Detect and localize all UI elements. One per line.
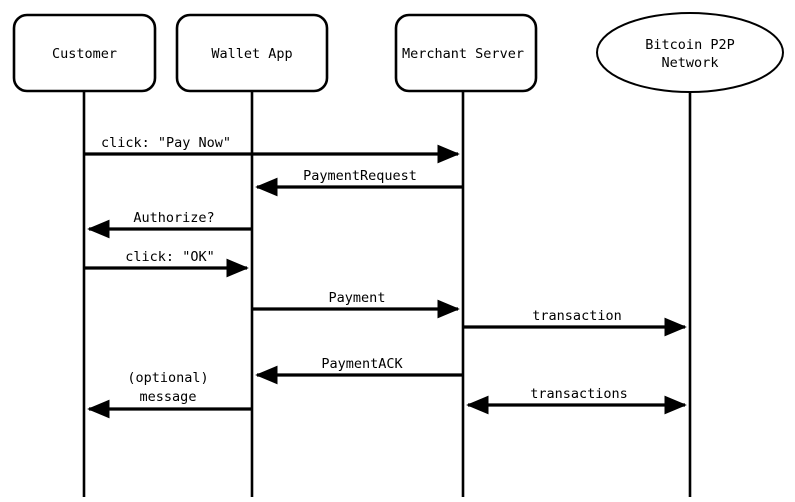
message-payment-request-label: PaymentRequest	[303, 168, 417, 184]
participant-merchant[interactable]: Merchant Server	[394, 13, 538, 93]
message-authorize-label: Authorize?	[133, 210, 214, 226]
participant-wallet-label: Wallet App	[211, 46, 292, 62]
message-click-ok[interactable]: click: "OK"	[84, 249, 249, 278]
participant-wallet[interactable]: Wallet App	[175, 13, 329, 93]
message-transactions[interactable]: transactions	[466, 386, 687, 415]
message-transactions-label: transactions	[530, 386, 628, 402]
participant-network-label-line2: Network	[662, 55, 719, 71]
message-payment-ack[interactable]: PaymentACK	[255, 356, 463, 385]
participant-customer-box	[12, 13, 157, 93]
participant-merchant-label: Merchant Server	[402, 46, 524, 62]
message-optional-message-label-line2: message	[140, 389, 197, 405]
message-payment-request[interactable]: PaymentRequest	[255, 168, 463, 197]
participant-merchant-box	[394, 13, 538, 93]
message-authorize[interactable]: Authorize?	[87, 210, 252, 239]
message-click-pay-now[interactable]: click: "Pay Now"	[84, 135, 460, 164]
participant-wallet-box	[175, 13, 329, 93]
participant-customer[interactable]: Customer	[12, 13, 157, 93]
participant-network-ellipse	[596, 12, 784, 93]
message-payment-label: Payment	[329, 290, 386, 306]
participant-network[interactable]: Bitcoin P2P Network	[596, 12, 784, 93]
message-click-ok-label: click: "OK"	[125, 249, 214, 265]
message-payment-ack-label: PaymentACK	[321, 356, 403, 372]
participant-network-label-line1: Bitcoin P2P	[645, 37, 734, 53]
message-optional-message-label-line1: (optional)	[127, 370, 208, 386]
message-click-pay-now-label: click: "Pay Now"	[101, 135, 231, 151]
message-transaction[interactable]: transaction	[463, 308, 687, 337]
message-payment[interactable]: Payment	[252, 290, 460, 319]
message-optional-message[interactable]: (optional) message	[87, 370, 252, 419]
participant-customer-label: Customer	[52, 46, 117, 62]
message-transaction-label: transaction	[532, 308, 621, 324]
